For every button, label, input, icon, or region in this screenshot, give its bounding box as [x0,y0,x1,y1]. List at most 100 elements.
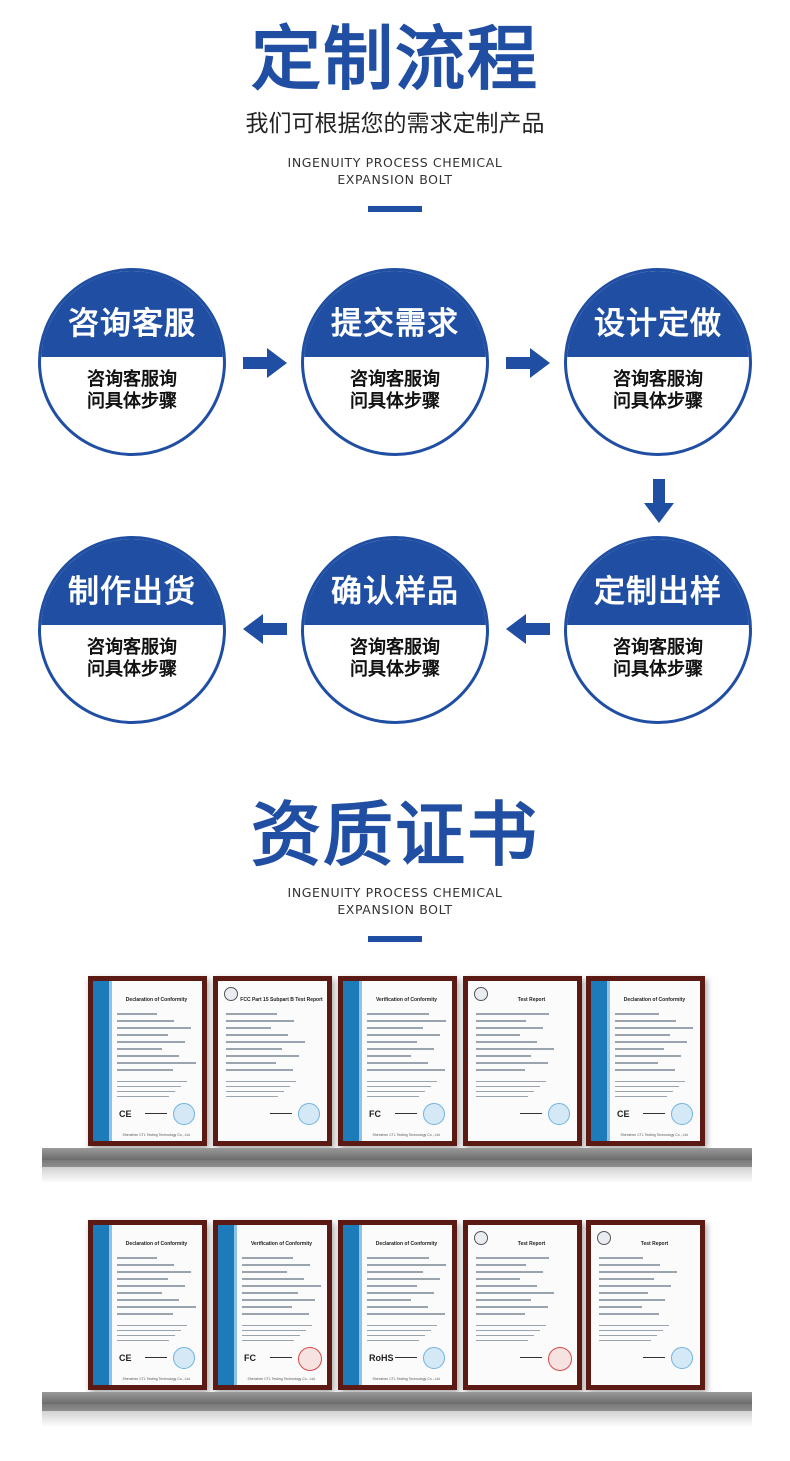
text-line [615,1020,676,1022]
shelf [42,1148,752,1160]
certificates-title: 资质证书 [251,794,539,876]
certificate-stripe-accent [607,981,610,1141]
text-line [615,1048,664,1050]
text-line [117,1062,196,1064]
text-line [242,1285,321,1287]
text-line [117,1048,162,1050]
text-line [367,1020,446,1022]
text-line [615,1034,670,1036]
step-desc: 咨询客服询 问具体步骤 [304,637,486,681]
arrow-right-icon [243,348,287,378]
text-line [476,1313,525,1315]
lab-logo-icon [474,1231,488,1245]
text-line [367,1299,411,1301]
text-line [615,1062,658,1064]
arrow-left-icon [506,614,550,644]
text-line [476,1013,549,1015]
text-line [242,1299,315,1301]
certificate-paper: Test Report [591,1225,700,1385]
text-line [242,1340,294,1341]
text-line [242,1257,293,1259]
certificates-english-line1: INGENUITY PROCESS CHEMICAL [287,885,503,900]
certificate-footer: Shenzhen CTL Testing Technology Co., Ltd… [247,1377,316,1381]
stamp-seal-icon [423,1347,445,1369]
signature-line [270,1357,292,1358]
text-line [117,1292,162,1294]
text-line [117,1299,179,1301]
text-line [226,1027,271,1029]
text-line [476,1278,520,1280]
step-desc-line: 咨询客服询 [613,637,703,658]
text-line [367,1086,431,1087]
text-line [117,1086,181,1087]
certificate-heading: Test Report [517,1241,546,1247]
arrow-down-icon [644,479,674,523]
text-line [367,1062,428,1064]
step-desc: 咨询客服询 问具体步骤 [567,637,749,681]
text-line [615,1081,685,1082]
certificate-frame: Test Report [463,976,582,1146]
text-line [226,1055,299,1057]
text-line [117,1330,181,1331]
title-underline [368,206,422,212]
step-desc: 咨询客服询 问具体步骤 [41,637,223,681]
step-desc: 咨询客服询 问具体步骤 [567,369,749,413]
certificate-paper: FCC Part 15 Subpart B Test Report [218,981,327,1141]
text-line [476,1340,528,1341]
text-line [367,1041,417,1043]
step-desc-line: 问具体步骤 [350,659,440,680]
stamp-seal-icon [298,1103,320,1125]
text-line [117,1013,157,1015]
text-line [367,1013,429,1015]
certification-mark: CE [119,1353,132,1363]
text-line [226,1081,296,1082]
text-line [242,1325,312,1326]
text-line [615,1086,679,1087]
step-confirm-sample: 确认样品 咨询客服询 问具体步骤 [301,536,489,724]
certificate-stripe [343,1225,359,1385]
certificate-footer: Shenzhen CTL Testing Technology Co., Ltd… [122,1377,191,1381]
certificate-heading: FCC Part 15 Subpart B Test Report [240,997,323,1003]
certificates-english-line2: EXPANSION BOLT [337,902,453,917]
text-line [367,1257,429,1259]
text-line [476,1069,525,1071]
certificate-heading: Verification of Conformity [250,1241,313,1247]
text-line [476,1020,526,1022]
step-sample: 定制出样 咨询客服询 问具体步骤 [564,536,752,724]
text-line [117,1335,175,1336]
text-line [117,1041,185,1043]
step-desc-line: 咨询客服询 [613,369,703,390]
step-title: 确认样品 [304,539,486,625]
lab-logo-icon [597,1231,611,1245]
text-line [476,1292,554,1294]
shelf-shadow [42,1411,752,1427]
certificate-paper: Test Report [468,1225,577,1385]
certificate-frame: Test Report [586,1220,705,1390]
text-line [226,1034,288,1036]
text-line [367,1278,440,1280]
text-line [599,1306,642,1308]
stamp-seal-icon [298,1347,322,1371]
text-line [599,1299,665,1301]
certificate-heading: Declaration of Conformity [125,1241,188,1247]
step-title: 制作出货 [41,539,223,625]
text-line [367,1340,419,1341]
signature-line [395,1357,417,1358]
text-line [476,1335,534,1336]
text-line [599,1271,677,1273]
text-line [367,1271,423,1273]
text-line [476,1264,526,1266]
text-line [367,1069,445,1071]
text-line [476,1062,548,1064]
text-line [476,1041,537,1043]
step-desc-line: 咨询客服询 [350,369,440,390]
certificate-paper: Test Report [468,981,577,1141]
text-line [367,1330,431,1331]
certificate-stripe [93,1225,109,1385]
stamp-seal-icon [671,1347,693,1369]
